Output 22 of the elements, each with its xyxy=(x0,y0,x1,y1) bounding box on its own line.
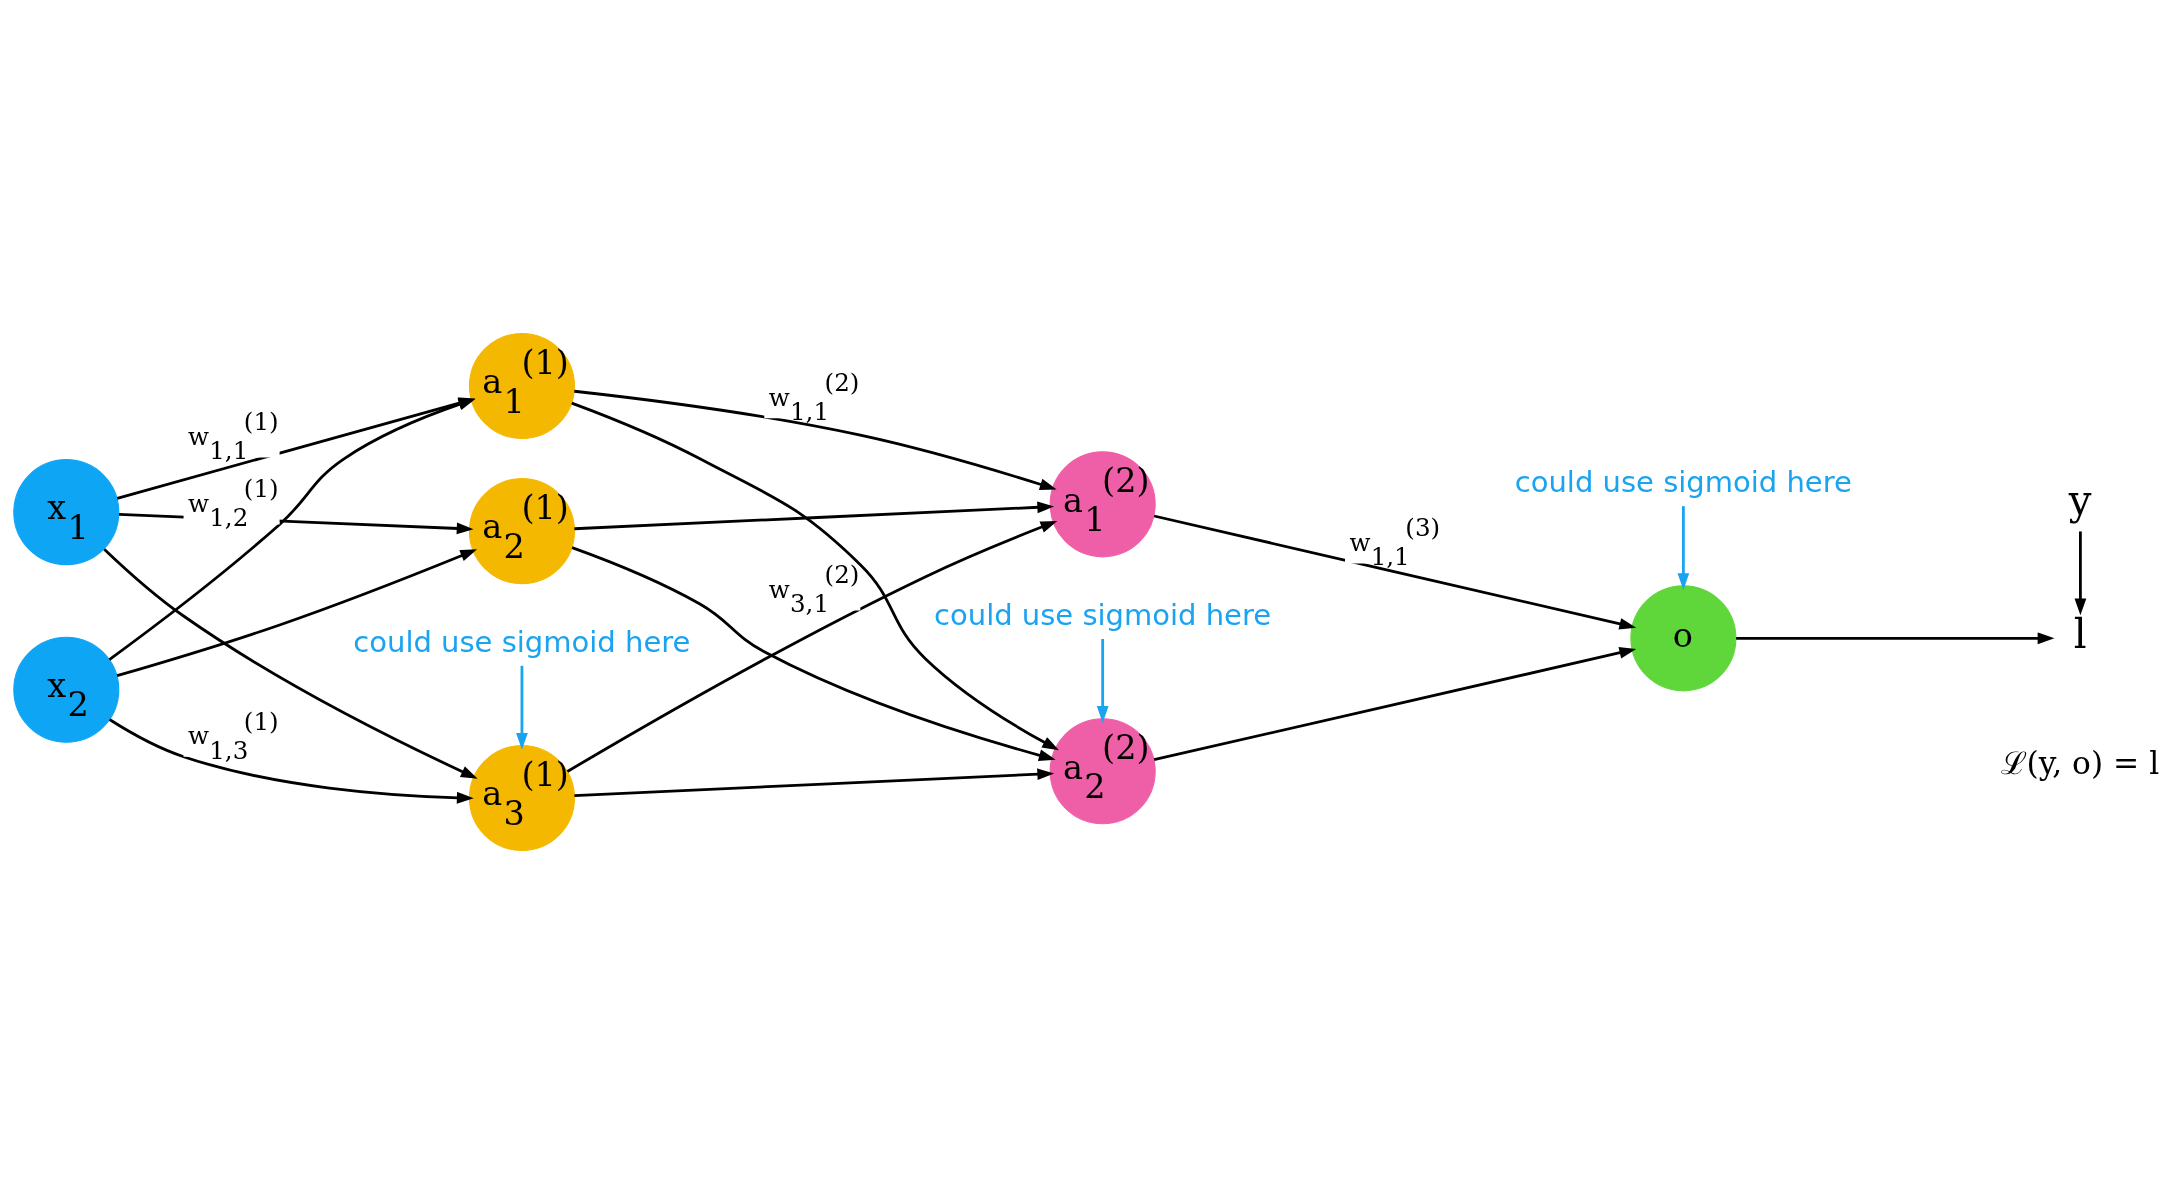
arrow xyxy=(1153,646,1637,762)
arrow xyxy=(574,389,1057,490)
node-text: could use sigmoid here xyxy=(1514,465,1852,500)
arrow xyxy=(571,401,1059,751)
arrow xyxy=(103,548,478,779)
node-text: y xyxy=(2068,477,2092,524)
node-text: could use sigmoid here xyxy=(353,625,691,660)
arrow xyxy=(516,665,528,750)
node-circle: o xyxy=(1630,585,1737,692)
arrow xyxy=(1096,639,1109,723)
arrow xyxy=(566,520,1058,773)
arrow xyxy=(116,549,478,678)
arrow xyxy=(1677,506,1690,590)
arrow xyxy=(571,546,1056,761)
node-text: l xyxy=(2073,611,2087,658)
arrow xyxy=(1153,514,1637,630)
node-text: could use sigmoid here xyxy=(934,598,1272,633)
label: ℒ(y, o) = l xyxy=(2000,745,2160,782)
arrow xyxy=(574,501,1055,531)
arrow xyxy=(574,768,1055,798)
arrow xyxy=(1736,632,2055,645)
arrow xyxy=(2074,531,2087,616)
